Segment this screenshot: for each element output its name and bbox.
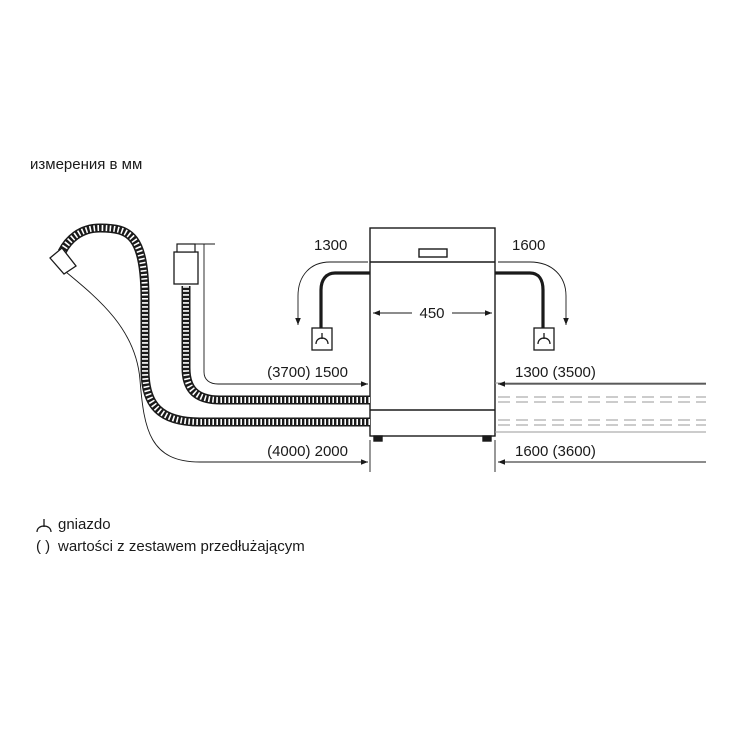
drain-hose-right-label: 1600 (3600) [515, 443, 596, 460]
drain-hose-left-label: (4000) 2000 [267, 443, 348, 460]
legend-extension-label: wartości z zestawem przedłużającym [58, 538, 305, 555]
legend-extension-symbol: ( ) [36, 538, 51, 555]
width-label: 450 [419, 305, 444, 322]
socket-icon [311, 327, 333, 351]
hose-connector-icon [176, 243, 196, 253]
drain-hose-end-icon [49, 247, 77, 275]
drain-hose [49, 223, 370, 427]
socket-icon [533, 327, 555, 351]
units-note: измерения в мм [30, 156, 143, 173]
cable-left-label: 1300 [314, 237, 347, 254]
dishwasher [369, 227, 496, 442]
control-panel-display [418, 248, 448, 258]
hose-length-guides [65, 243, 368, 465]
hose-extension-lines [495, 382, 706, 433]
legend-socket-icon [36, 519, 52, 533]
inlet-hose-right-label: 1300 (3500) [515, 364, 596, 381]
legend-socket-label: gniazdo [58, 516, 111, 533]
power-cables [319, 271, 545, 328]
dimension-lines [295, 261, 706, 472]
cable-right-label: 1600 [512, 237, 545, 254]
inlet-hose [173, 243, 370, 405]
inlet-hose-left-label: (3700) 1500 [267, 364, 348, 381]
aquastop-valve-icon [173, 251, 199, 285]
